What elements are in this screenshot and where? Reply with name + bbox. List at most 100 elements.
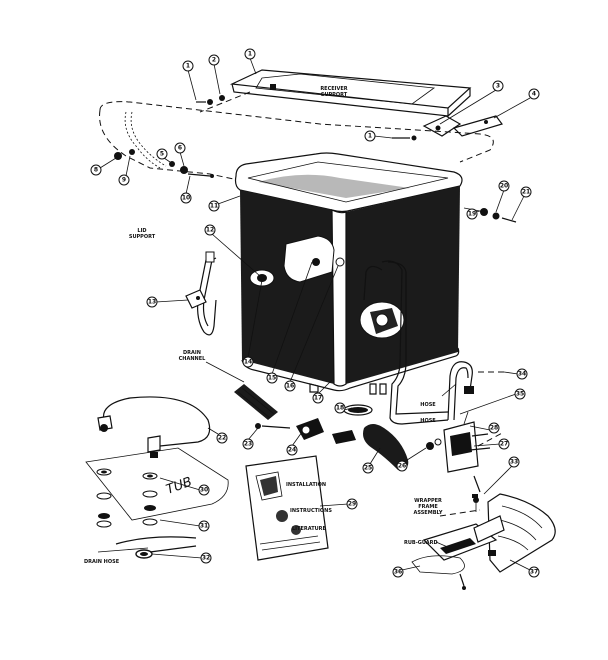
drain-hose-label: DRAIN HOSE (84, 559, 120, 565)
svg-text:25: 25 (364, 465, 372, 472)
receiver-support-label-line1: RECEIVER (320, 86, 347, 92)
tub-drain-hose-assembly: TUB DRAIN HOSE (84, 396, 229, 565)
callout-24: 24 (286, 444, 298, 456)
callout-9: 9 (118, 174, 130, 186)
screw-group-top (196, 95, 225, 105)
svg-text:26: 26 (398, 463, 406, 470)
svg-text:3: 3 (496, 83, 500, 90)
tub-handwritten-label: TUB (164, 475, 194, 498)
receiver-support-label-line2: SUPPORT (321, 92, 348, 98)
svg-text:19: 19 (468, 211, 476, 218)
leader-lines (99, 57, 531, 571)
svg-text:13: 13 (148, 299, 156, 306)
hose-label-right: HOSE (420, 418, 436, 424)
svg-text:8: 8 (94, 167, 98, 174)
callout-30: 30 (198, 484, 210, 496)
svg-text:33: 33 (510, 459, 518, 466)
svg-text:1: 1 (248, 51, 252, 58)
svg-text:15: 15 (268, 375, 276, 382)
callout-25: 25 (362, 462, 374, 474)
callout-13: 13 (146, 296, 158, 308)
callout-1c: 1 (364, 130, 376, 142)
svg-text:36: 36 (394, 569, 402, 576)
callout-27: 27 (498, 438, 510, 450)
wrapper-frame-assembly: WRAPPER FRAME ASSEMBLY RUB-GUARD (404, 493, 556, 590)
svg-text:23: 23 (244, 441, 252, 448)
callout-31: 31 (198, 520, 210, 532)
callout-26: 26 (396, 460, 408, 472)
booklet-line-3: LITERATURE (292, 526, 327, 532)
svg-text:34: 34 (518, 371, 526, 378)
callout-4: 4 (528, 88, 540, 100)
callout-34: 34 (516, 368, 528, 380)
callout-2: 2 (208, 54, 220, 66)
washer-cabinet (234, 152, 463, 425)
wrapper-label-line2: FRAME (418, 504, 438, 510)
callout-19: 19 (466, 208, 478, 220)
callout-17: 17 (312, 392, 324, 404)
receiver-support-frame: RECEIVER SUPPORT (199, 69, 472, 117)
svg-text:6: 6 (178, 145, 182, 152)
svg-text:20: 20 (500, 183, 508, 190)
callout-1a: 1 (182, 60, 194, 72)
svg-text:28: 28 (490, 425, 498, 432)
svg-text:14: 14 (244, 359, 252, 366)
svg-text:16: 16 (286, 383, 294, 390)
svg-text:27: 27 (500, 441, 508, 448)
callout-16: 16 (284, 380, 296, 392)
wrapper-label-line1: WRAPPER (414, 498, 442, 504)
svg-text:17: 17 (314, 395, 322, 402)
svg-text:11: 11 (210, 203, 218, 210)
svg-text:10: 10 (182, 195, 190, 202)
lid-support-label-line2: SUPPORT (129, 234, 156, 240)
left-fasteners (114, 149, 214, 178)
callout-36: 36 (392, 566, 404, 578)
callout-1b: 1 (244, 48, 256, 60)
svg-text:35: 35 (516, 391, 524, 398)
drain-channel-label-line1: DRAIN (183, 350, 201, 356)
callout-11: 11 (208, 200, 220, 212)
svg-text:5: 5 (160, 151, 164, 158)
callout-8: 8 (90, 164, 102, 176)
svg-text:31: 31 (200, 523, 208, 530)
drain-channel: DRAIN CHANNEL (179, 350, 278, 420)
rub-guard-label: RUB-GUARD (404, 540, 438, 546)
callout-15: 15 (266, 372, 278, 384)
installation-booklet: INSTALLATION INSTRUCTIONS LITERATURE (245, 455, 332, 561)
callout-6: 6 (174, 142, 186, 154)
callout-32: 32 (200, 552, 212, 564)
callout-bubbles: 1 2 1 3 4 1 8 9 5 6 10 11 12 13 14 15 16… (90, 48, 540, 578)
callout-28: 28 (488, 422, 500, 434)
wrapper-label-line3: ASSEMBLY (413, 510, 442, 516)
svg-text:2: 2 (212, 57, 216, 64)
callout-3: 3 (492, 80, 504, 92)
drain-channel-label-line2: CHANNEL (179, 356, 207, 362)
booklet-line-2: INSTRUCTIONS (290, 508, 332, 514)
lid-hinge-brackets (392, 115, 503, 141)
callout-20: 20 (498, 180, 510, 192)
svg-text:37: 37 (530, 569, 538, 576)
svg-text:1: 1 (186, 63, 190, 70)
callout-21: 21 (520, 186, 532, 198)
lid-support-dashed-path (99, 101, 494, 181)
callout-12: 12 (204, 224, 216, 236)
callout-23: 23 (242, 438, 254, 450)
svg-text:30: 30 (200, 487, 208, 494)
svg-text:22: 22 (218, 435, 226, 442)
fill-hose-assembly (185, 251, 217, 336)
inlet-hose-right: HOSE HOSE (420, 361, 506, 424)
svg-text:12: 12 (206, 227, 214, 234)
svg-text:21: 21 (522, 189, 530, 196)
callout-10: 10 (180, 192, 192, 204)
callout-37: 37 (528, 566, 540, 578)
callout-35: 35 (514, 388, 526, 400)
lid-support-hose: LID SUPPORT (124, 111, 167, 240)
svg-text:9: 9 (122, 177, 126, 184)
mixing-valve (443, 411, 505, 498)
svg-text:29: 29 (348, 501, 356, 508)
lid-support-label-line1: LID (137, 228, 146, 234)
svg-text:24: 24 (288, 447, 296, 454)
callout-22: 22 (216, 432, 228, 444)
callout-29: 29 (346, 498, 358, 510)
